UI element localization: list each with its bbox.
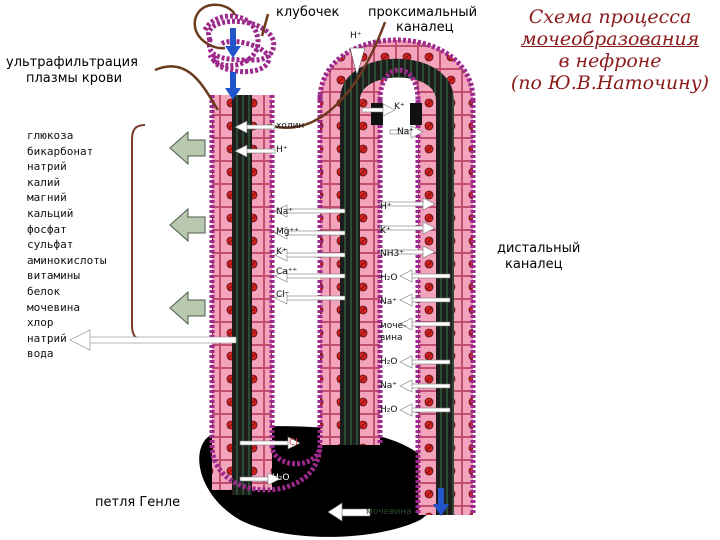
ion-na-left: Na⁺: [276, 208, 293, 217]
right-limb-lumen: [340, 95, 360, 445]
ion-na-right-1: Na⁺: [380, 298, 397, 307]
ion-h-top: H⁺: [350, 32, 362, 41]
glomerulus: [205, 16, 274, 72]
ion-cl-bottom: Cl: [289, 439, 298, 448]
glomerulus-label: клубочек: [276, 6, 339, 19]
ion-k-top: K⁺: [394, 103, 405, 112]
filtrate-item: вода: [27, 346, 106, 362]
ion-h-right: H⁺: [380, 203, 392, 212]
ultrafiltration-label-1: ультрафильтрация: [6, 56, 138, 69]
title-line-2: мочеобразования: [505, 28, 715, 50]
left-limb-lumen: [232, 95, 252, 495]
ion-na-top: Na⁺: [397, 128, 414, 137]
title-line-1: Схема процесса: [505, 6, 715, 28]
ion-h2o-bottom: H₂O: [272, 474, 289, 483]
filtrate-item: бикарбонат: [27, 144, 106, 160]
filtrate-item: витамины: [27, 268, 106, 284]
henle-loop-label: петля Генле: [95, 496, 180, 509]
title-line-3: в нефроне: [505, 50, 715, 72]
ion-holin: холин: [276, 122, 304, 131]
proximal-label-2: каналец: [396, 21, 453, 34]
ultrafiltration-pointer: [155, 66, 218, 110]
filtrate-item: сульфат: [27, 237, 106, 253]
filtrate-item: глюкоза: [27, 128, 106, 144]
ion-k-left: K⁺: [276, 248, 287, 257]
filtrate-item: фосфат: [27, 222, 106, 238]
distal-label-2: каналец: [505, 258, 562, 271]
ion-na-right-2: Na⁺: [380, 382, 397, 391]
ion-cl-left: Cl⁻: [276, 291, 290, 300]
ion-h2o-right-1: H₂O: [380, 274, 397, 283]
ion-nh3-right: NH3⁺: [380, 250, 404, 259]
ion-h-left: H⁺: [276, 146, 288, 155]
ion-urea-right-a: моче-: [380, 322, 406, 331]
filtrate-item: натрий: [27, 159, 106, 175]
ion-ca-left: Ca⁺⁺: [276, 268, 297, 277]
filtrate-item: натрий: [27, 331, 106, 347]
ion-k-right: K⁺: [380, 227, 391, 236]
filtrate-item: хлор: [27, 315, 106, 331]
filtrate-item: магний: [27, 190, 106, 206]
distal-label-1: дистальный: [497, 242, 580, 255]
ion-h2o-right-3: H₂O: [380, 406, 397, 415]
reabsorption-arrows: [170, 132, 205, 324]
distal-limb-lumen: [436, 95, 454, 515]
ion-mg-left: Mg⁺⁺: [276, 228, 299, 237]
filtrate-item: кальций: [27, 206, 106, 222]
top-channel-left: [371, 103, 383, 125]
title-line-4: (по Ю.В.Наточину): [505, 72, 715, 94]
proximal-label-1: проксимальный: [368, 6, 477, 19]
filtrate-item: мочевина: [27, 300, 106, 316]
ion-urea-right-b: вина: [380, 334, 403, 343]
filtrate-item: калий: [27, 175, 106, 191]
filtrate-item: белок: [27, 284, 106, 300]
ion-urea-bottom: мочевина: [366, 508, 412, 517]
top-channel-right: [410, 103, 422, 125]
ion-h2o-right-2: H₂O: [380, 358, 397, 367]
filtrate-bracket: [132, 125, 145, 340]
filtrate-item: аминокислоты: [27, 253, 106, 269]
ultrafiltration-label-2: плазмы крови: [26, 72, 122, 85]
diagram-title: Схема процесса мочеобразования в нефроне…: [505, 6, 715, 94]
filtrate-list: глюкоза бикарбонат натрий калий магний к…: [27, 128, 106, 362]
